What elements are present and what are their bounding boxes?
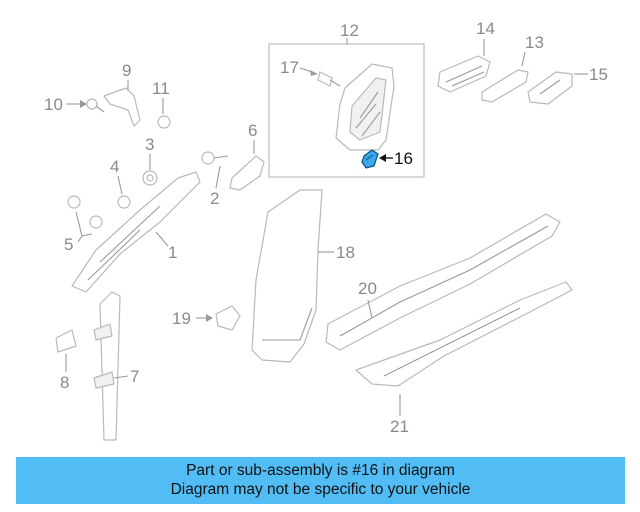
banner-line-1: Part or sub-assembly is #16 in diagram [186, 462, 455, 479]
part-14-bracket [437, 55, 491, 93]
part-20-sill-trim [325, 213, 561, 351]
callout-5: 5 [64, 235, 73, 254]
callout-19: 19 [172, 309, 191, 328]
part-19-bracket [215, 305, 241, 331]
callout-18: 18 [336, 243, 355, 262]
parts-diagram: 12 17 16 14 13 15 9 [44, 19, 608, 441]
callout-17: 17 [280, 58, 299, 77]
part-15-bracket [527, 71, 573, 105]
part-18-b-pillar-trim [251, 189, 323, 363]
part-17-screw [317, 71, 341, 87]
callout-2: 2 [210, 189, 219, 208]
callout-16: 16 [394, 149, 413, 168]
part-8-cover [55, 329, 77, 353]
part-9-bracket [103, 87, 141, 127]
callout-13: 13 [525, 33, 544, 52]
callout-10: 10 [44, 95, 63, 114]
part-2-screw [201, 151, 229, 165]
part-21-scuff-plate [355, 281, 573, 387]
part-3-clip [142, 170, 158, 186]
callout-7: 7 [130, 367, 139, 386]
part-4-clip [117, 195, 131, 209]
callout-14: 14 [476, 19, 495, 38]
callout-3: 3 [145, 135, 154, 154]
part-6-cover [229, 155, 265, 191]
part-16-clip [361, 149, 379, 169]
banner-line-2: Diagram may not be specific to your vehi… [170, 481, 471, 498]
part-12-pillar-trim [335, 63, 395, 151]
part-13-bracket [481, 69, 529, 103]
callout-1: 1 [168, 243, 177, 262]
part-7-lower-trim [93, 291, 121, 441]
part-10-screw [86, 98, 105, 113]
callout-20: 20 [358, 279, 377, 298]
callout-9: 9 [122, 61, 131, 80]
part-1-a-pillar-trim [71, 171, 201, 293]
part-5-clips [67, 195, 103, 229]
callout-11: 11 [152, 79, 170, 98]
callout-4: 4 [110, 157, 119, 176]
info-banner: Part or sub-assembly is #16 in diagram D… [16, 457, 625, 504]
callout-15: 15 [589, 65, 608, 84]
callout-8: 8 [60, 373, 69, 392]
part-11-clip [157, 115, 171, 129]
callout-21: 21 [390, 417, 409, 436]
callout-12: 12 [340, 21, 359, 40]
callout-6: 6 [248, 121, 257, 140]
